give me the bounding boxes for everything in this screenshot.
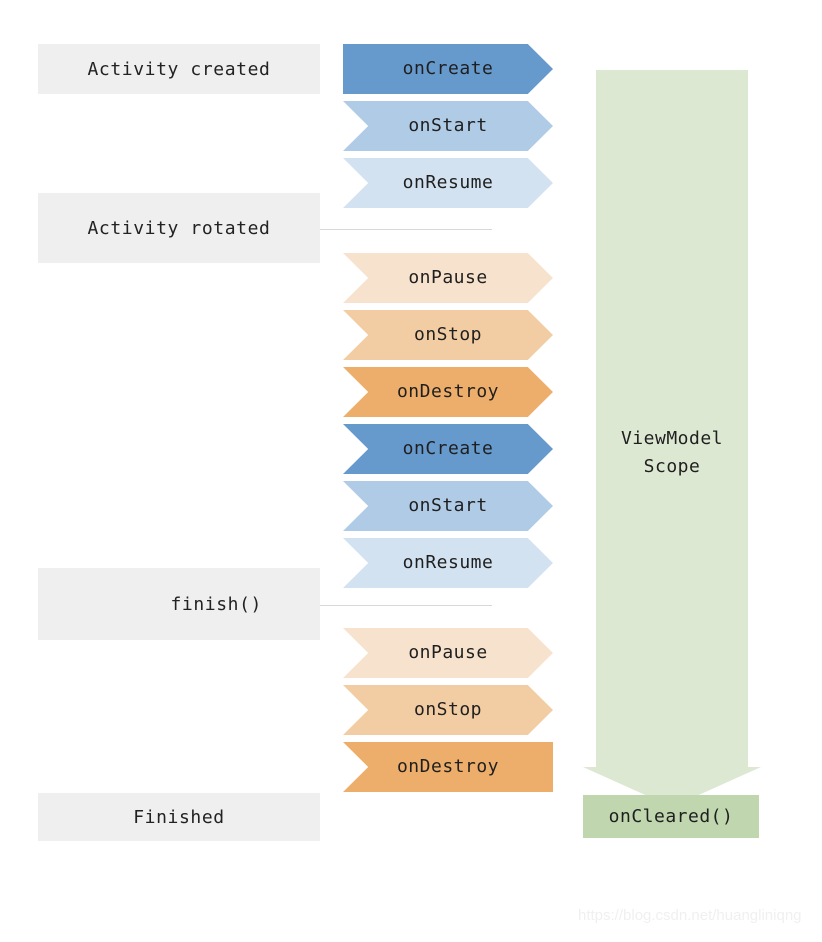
on-cleared-label: onCleared() [608, 806, 734, 827]
lifecycle-arrow-label: onStart [408, 494, 488, 516]
lifecycle-arrow-oncreate-2: onCreate [343, 424, 553, 474]
event-label-text: finish() [170, 593, 262, 615]
lifecycle-arrow-oncreate-1: onCreate [343, 44, 553, 94]
lifecycle-arrow-label: onStart [408, 114, 488, 136]
lifecycle-arrow-onresume-1: onResume [343, 158, 553, 208]
viewmodel-scope-label-line2: Scope [643, 456, 701, 477]
lifecycle-arrow-onstart-2: onStart [343, 481, 553, 531]
lifecycle-arrow-onstop-2: onStop [343, 685, 553, 735]
lifecycle-arrow-label: onDestroy [396, 755, 500, 777]
event-label-activity-created: Activity created [38, 44, 320, 94]
lifecycle-arrow-label: onStop [413, 698, 483, 720]
viewmodel-scope-bar [596, 70, 748, 767]
lifecycle-arrow-label: onCreate [402, 437, 494, 459]
lifecycle-arrow-label: onPause [408, 641, 488, 663]
event-label-text: Activity rotated [87, 217, 271, 239]
watermark: https://blog.csdn.net/huangliniqng [578, 907, 802, 924]
event-label-activity-rotated: Activity rotated [38, 193, 320, 263]
lifecycle-arrow-label: onResume [402, 171, 494, 193]
lifecycle-arrow-onpause-1: onPause [343, 253, 553, 303]
connector-line-finish [320, 605, 492, 606]
lifecycle-arrow-label: onDestroy [396, 380, 500, 402]
viewmodel-scope-label-line1: ViewModel [620, 428, 724, 449]
lifecycle-arrow-label: onPause [408, 266, 488, 288]
connector-line-activity-rotated [320, 229, 492, 230]
lifecycle-arrow-label: onCreate [402, 57, 494, 79]
event-label-text: Activity created [87, 58, 271, 80]
lifecycle-arrow-onstop-1: onStop [343, 310, 553, 360]
event-label-finish: finish() [38, 568, 320, 640]
lifecycle-arrow-label: onResume [402, 551, 494, 573]
on-cleared-box: onCleared() [583, 795, 759, 838]
viewmodel-scope-label: ViewModel Scope [596, 425, 748, 481]
lifecycle-arrow-ondestroy-2: onDestroy [343, 742, 553, 792]
lifecycle-arrow-label: onStop [413, 323, 483, 345]
event-label-finished: Finished [38, 793, 320, 841]
lifecycle-arrow-onpause-2: onPause [343, 628, 553, 678]
lifecycle-arrow-onstart-1: onStart [343, 101, 553, 151]
lifecycle-arrow-ondestroy-1: onDestroy [343, 367, 553, 417]
lifecycle-arrow-onresume-2: onResume [343, 538, 553, 588]
event-label-text: Finished [133, 806, 225, 828]
